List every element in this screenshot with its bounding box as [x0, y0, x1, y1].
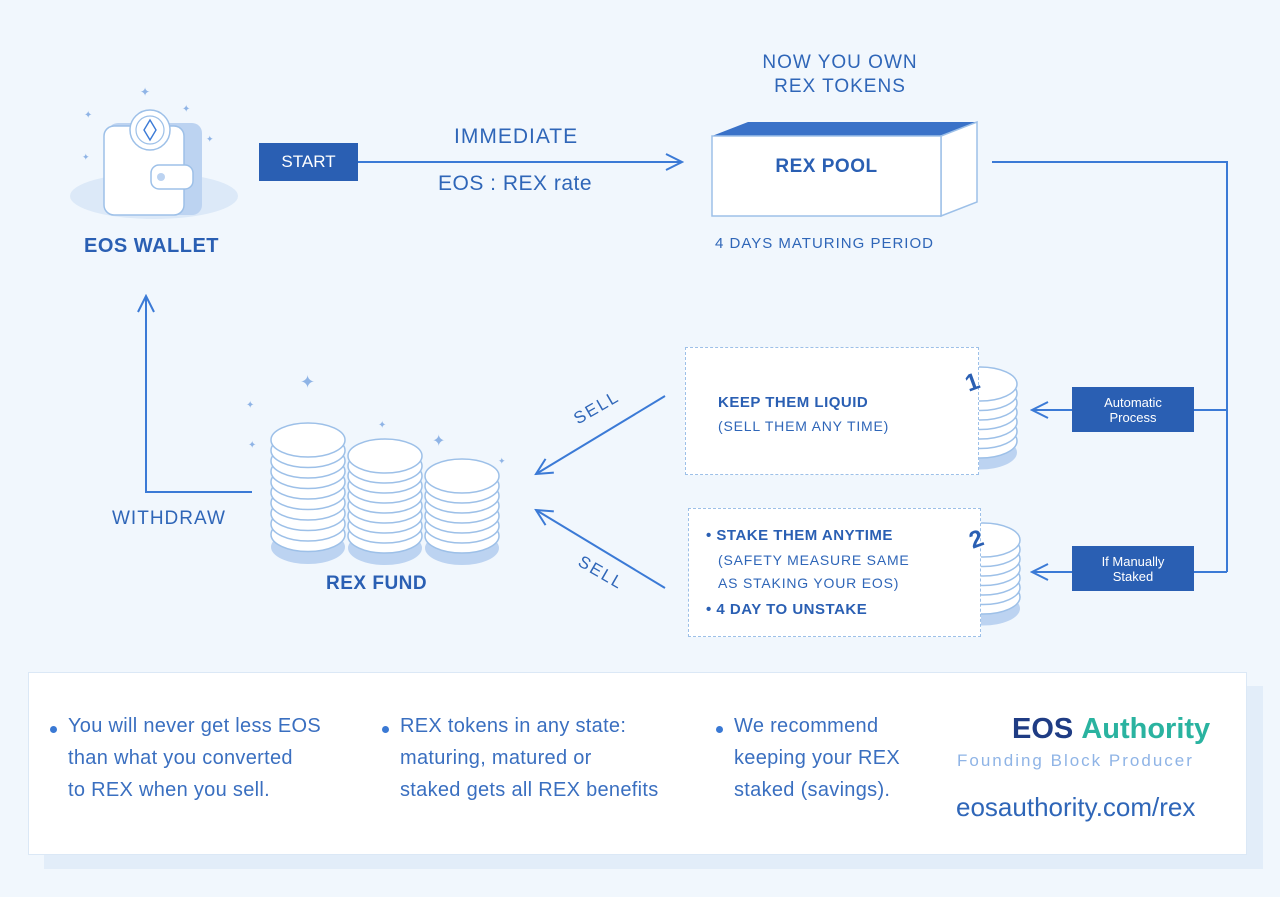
arrow-sell-liquid	[536, 395, 666, 474]
wallet-icon: ✦ ✦ ✦ ✦ ✦	[70, 85, 238, 219]
brand-url-link[interactable]: eosauthority.com/rex	[956, 792, 1196, 822]
stake-safety-note: (SAFETY MEASURE SAME AS STAKING YOUR EOS…	[718, 552, 910, 591]
svg-text:✦: ✦	[246, 400, 254, 411]
rate-label: EOS : REX rate	[438, 172, 593, 195]
maturing-period-label: 4 DAYS MATURING PERIOD	[715, 235, 934, 252]
svg-text:✦: ✦	[300, 372, 315, 392]
staked-box	[688, 508, 981, 637]
coin-stack-1	[270, 422, 346, 564]
note-2: REX tokens in any state: maturing, matur…	[382, 710, 659, 806]
stake-anytime-title: • STAKE THEM ANYTIME	[706, 527, 893, 544]
keep-liquid-subtitle: (SELL THEM ANY TIME)	[718, 418, 890, 434]
brand-tagline: Founding Block Producer	[957, 751, 1194, 770]
coin-stack-3	[424, 458, 500, 565]
bullet-dot	[382, 726, 389, 733]
svg-text:✦: ✦	[498, 456, 506, 466]
brand-name-authority: Authority	[1081, 713, 1211, 745]
keep-liquid-title: KEEP THEM LIQUID	[718, 394, 869, 411]
bullet-dot	[716, 726, 723, 733]
note-3: We recommend keeping your REX staked (sa…	[716, 710, 900, 806]
immediate-label: IMMEDIATE	[454, 125, 579, 148]
sparkle-icons: ✦ ✦ ✦ ✦ ✦ ✦	[246, 372, 506, 466]
keep-liquid-box	[685, 347, 979, 475]
brand-name: EOS Authority	[1012, 713, 1210, 746]
arrow-sell-staked	[536, 510, 666, 589]
start-box: START	[259, 143, 358, 181]
rex-pool-label: REX POOL	[775, 156, 878, 177]
own-rex-heading: NOW YOU OWN REX TOKENS	[762, 52, 918, 97]
svg-text:✦: ✦	[82, 152, 90, 162]
note-1: You will never get less EOS than what yo…	[50, 710, 321, 806]
arrow-withdraw	[146, 296, 252, 493]
svg-text:✦: ✦	[206, 134, 214, 144]
svg-text:✦: ✦	[432, 433, 445, 450]
svg-text:✦: ✦	[140, 85, 150, 99]
svg-text:✦: ✦	[378, 420, 386, 431]
unstake-days-title: • 4 DAY TO UNSTAKE	[706, 601, 868, 618]
rex-pool-box	[711, 120, 978, 218]
withdraw-label: WITHDRAW	[112, 508, 226, 529]
svg-text:✦: ✦	[182, 104, 190, 115]
brand-name-eos: EOS	[1012, 713, 1074, 745]
connector-pool-right	[992, 161, 1228, 572]
bullet-dot	[50, 726, 57, 733]
svg-text:✦: ✦	[248, 440, 256, 451]
info-card	[28, 672, 1247, 855]
svg-text:✦: ✦	[84, 110, 92, 121]
eos-wallet-label: EOS WALLET	[84, 235, 219, 257]
coin-stack-2	[347, 438, 423, 565]
rex-fund-label: REX FUND	[326, 573, 428, 594]
